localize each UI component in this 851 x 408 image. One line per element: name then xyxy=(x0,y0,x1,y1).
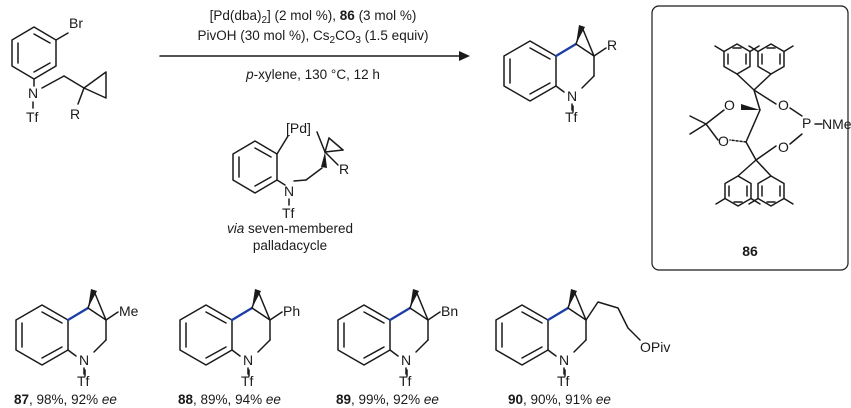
product-90-nitrogen: N xyxy=(559,352,569,368)
product-88-nitrogen: N xyxy=(243,352,253,368)
product-87-substituent: Me xyxy=(119,303,139,319)
conditions-line-3: p-xylene, 130 °C, 12 h xyxy=(245,67,380,82)
product-87-tf: Tf xyxy=(77,373,90,389)
product-88: Ph N Tf 88, 89%, 94% ee xyxy=(178,287,300,407)
ligand-oxygen-top-label: O xyxy=(778,97,789,113)
ligand-86-label: 86 xyxy=(742,243,758,259)
product-89-caption: 89, 99%, 92% ee xyxy=(336,392,439,407)
product-89: Bn N Tf 89, 99%, 92% ee xyxy=(336,287,458,407)
substrate-tf-label: Tf xyxy=(26,109,39,125)
substrate-structure: Br N Tf R xyxy=(11,15,107,125)
product-90: OPiv N Tf 90, 90%, 91% ee xyxy=(494,287,670,407)
ligand-phosphorus-label: P xyxy=(802,115,811,131)
product-90-caption: 90, 90%, 91% ee xyxy=(508,392,611,407)
intermediate-r-label: R xyxy=(339,161,349,177)
conditions-line-1: [Pd(dba)2] (2 mol %), 86 (3 mol %) xyxy=(210,8,417,26)
ligand-86-box: O P NMe2 O O O 86 xyxy=(651,5,851,271)
ligand-nme2-label: NMe2 xyxy=(822,116,851,135)
conditions-line-2: PivOH (30 mol %), Cs2CO3 (1.5 equiv) xyxy=(198,28,429,46)
intermediate-nitrogen-label: N xyxy=(284,183,294,199)
product-nitrogen-label: N xyxy=(567,88,577,104)
product-90-substituent: OPiv xyxy=(640,339,670,355)
product-90-tf: Tf xyxy=(557,373,570,389)
product-89-nitrogen: N xyxy=(401,352,411,368)
product-89-substituent: Bn xyxy=(441,303,458,319)
reaction-arrowhead xyxy=(459,51,470,61)
product-87: Me N Tf 87, 98%, 92% ee xyxy=(14,287,139,407)
product-88-substituent: Ph xyxy=(283,303,300,319)
ligand-dioxolane-oxygen-bottom: O xyxy=(718,133,729,149)
palladium-label: [Pd] xyxy=(286,120,311,136)
ligand-oxygen-bottom-label: O xyxy=(778,139,789,155)
product-tf-label: Tf xyxy=(565,109,578,125)
product-89-tf: Tf xyxy=(399,373,412,389)
product-87-nitrogen: N xyxy=(79,352,89,368)
ligand-dioxolane-oxygen-top: O xyxy=(724,97,735,113)
substrate-nitrogen-label: N xyxy=(28,85,38,101)
substrate-r-label: R xyxy=(70,106,80,122)
substrate-bromo-label: Br xyxy=(69,15,83,31)
intermediate-tf-label: Tf xyxy=(282,205,295,221)
product-structure: R N Tf xyxy=(502,23,617,125)
product-88-tf: Tf xyxy=(241,373,254,389)
palladacycle-intermediate: [Pd] R N Tf via seven-membered palladacy… xyxy=(227,120,353,253)
intermediate-caption-line-2: palladacycle xyxy=(253,238,327,253)
product-88-caption: 88, 89%, 94% ee xyxy=(178,392,281,407)
reaction-conditions: [Pd(dba)2] (2 mol %), 86 (3 mol %) PivOH… xyxy=(159,8,470,82)
intermediate-caption-line-1: via seven-membered xyxy=(227,221,353,236)
product-r-label: R xyxy=(607,37,617,53)
product-87-caption: 87, 98%, 92% ee xyxy=(14,392,117,407)
